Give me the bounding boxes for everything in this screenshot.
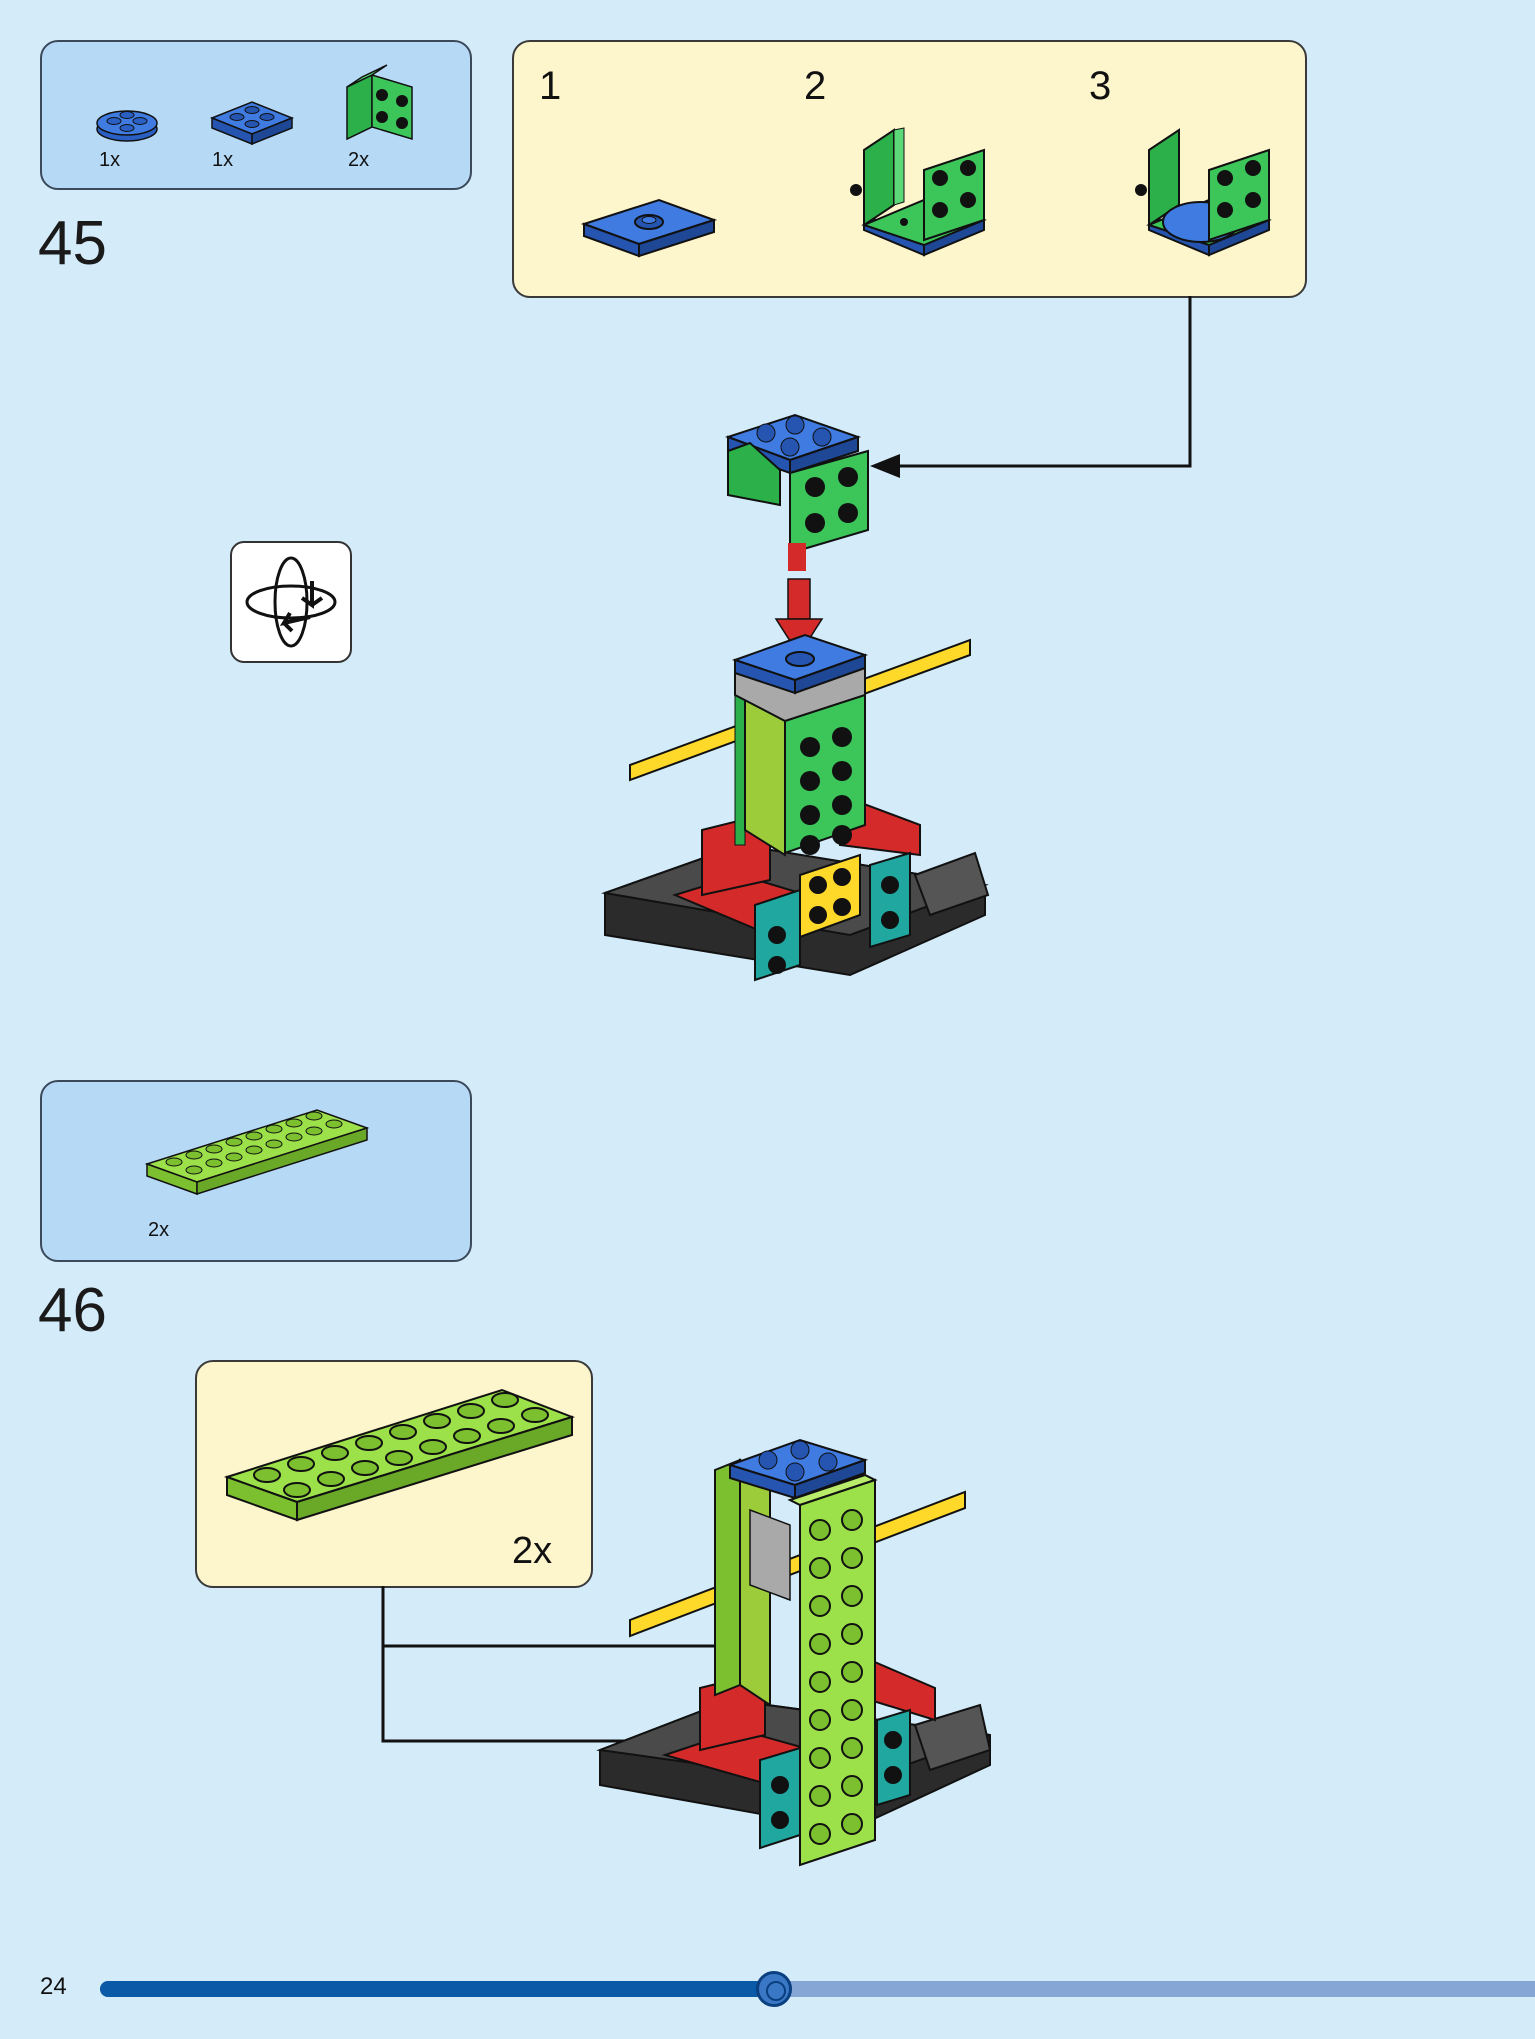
page-number: 24 bbox=[40, 1973, 67, 2000]
step-number-46: 46 bbox=[38, 1276, 107, 1345]
parts-list-step-45: 1x 1x 2x bbox=[40, 40, 472, 190]
part-qty: 2x bbox=[348, 149, 370, 171]
step-46-callout: 2x bbox=[195, 1360, 593, 1588]
callout-lime-plate-icon bbox=[223, 1388, 576, 1522]
parts-list-step-46: 2x bbox=[40, 1080, 472, 1262]
part-qty: 2x bbox=[148, 1219, 170, 1241]
step-46-model-illustration bbox=[596, 1438, 992, 1867]
part-lime-plate-icon bbox=[144, 1109, 370, 1196]
progress-fill bbox=[100, 1981, 774, 1997]
step-45-model-illustration bbox=[601, 413, 990, 982]
rotate-model-box bbox=[230, 541, 352, 663]
sub-assembly-callout: 1 2 3 bbox=[512, 40, 1307, 298]
progress-track bbox=[100, 1981, 1535, 1997]
substep-1-blue-plate-icon bbox=[580, 198, 718, 258]
substep-2-bracket-assembly-icon bbox=[850, 127, 987, 257]
step-number-45: 45 bbox=[38, 209, 107, 278]
part-blue-round-plate-icon bbox=[96, 110, 158, 142]
part-green-bracket-icon bbox=[346, 64, 413, 141]
callout-connector-arrow bbox=[870, 296, 1192, 478]
progress-marker bbox=[756, 1971, 792, 2007]
attaching-bracket bbox=[724, 413, 869, 555]
part-blue-plate-icon bbox=[209, 101, 295, 146]
substep-3-complete-assembly-icon bbox=[1135, 128, 1272, 257]
part-qty: 1x bbox=[99, 149, 121, 171]
substep-number-2: 2 bbox=[804, 64, 827, 108]
part-qty: 1x bbox=[212, 149, 234, 171]
substep-number-3: 3 bbox=[1089, 64, 1112, 108]
substep-number-1: 1 bbox=[539, 64, 562, 108]
callout-qty: 2x bbox=[512, 1530, 553, 1572]
rotate-model-icon bbox=[245, 556, 337, 648]
